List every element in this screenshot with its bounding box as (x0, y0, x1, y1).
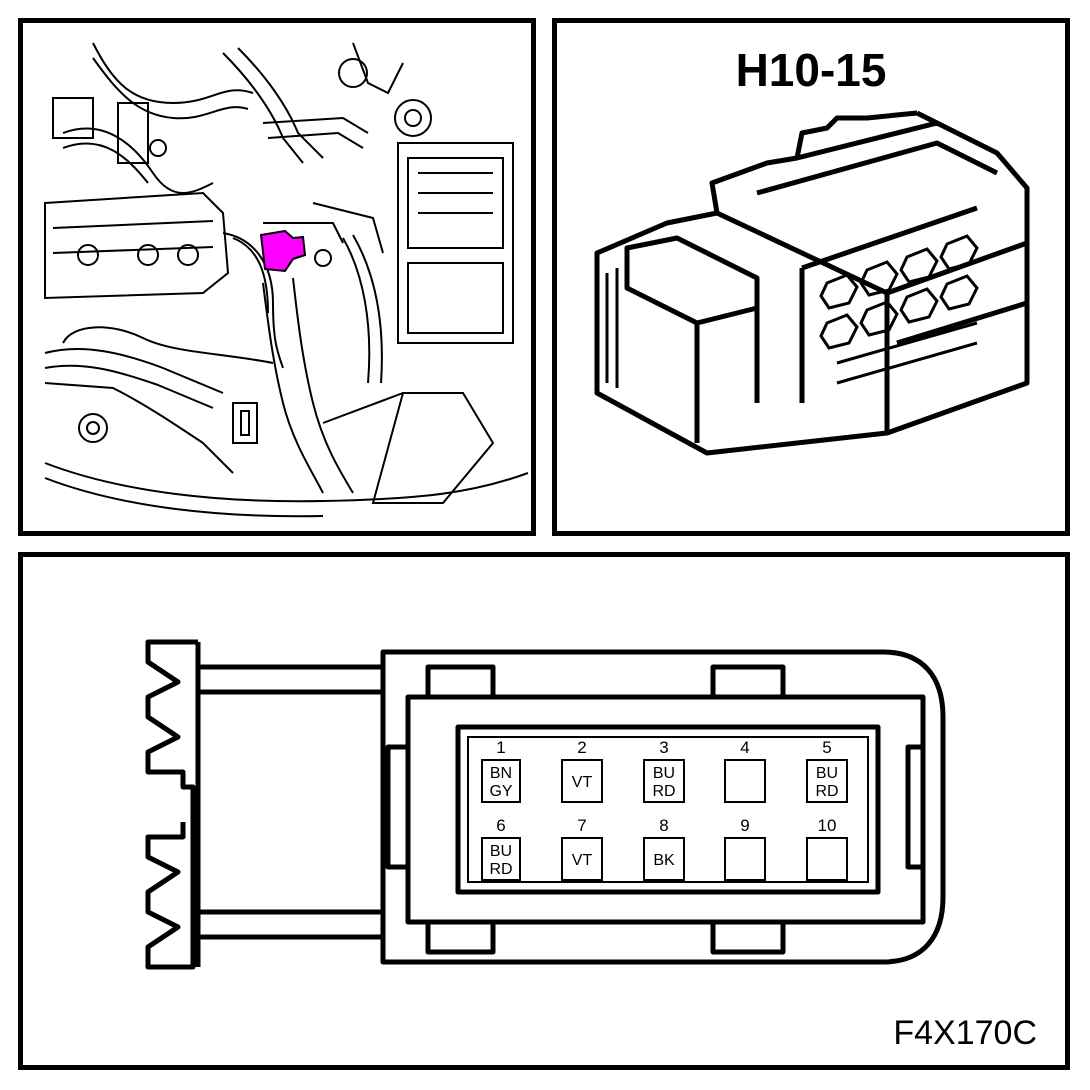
wire-color: RD (489, 861, 512, 878)
pin-8: 8 BK (643, 816, 685, 881)
pin-grid: 1 BN GY 2 VT 3 BU RD 4 5 (481, 738, 848, 881)
engine-bay-illustration (44, 42, 529, 518)
pin-6: 6 BU RD (481, 816, 521, 881)
connector-view-panel: H10-15 (552, 18, 1070, 536)
pin-4: 4 (724, 738, 766, 803)
pin-10: 10 (806, 816, 848, 881)
wire-color: RD (652, 783, 675, 800)
pinout-view-panel: 1 BN GY 2 VT 3 BU RD 4 5 (18, 552, 1070, 1070)
location-view-panel (18, 18, 536, 536)
wire-color: BU (816, 765, 838, 782)
wire-color: VT (572, 852, 593, 869)
pin-number: 6 (496, 816, 505, 835)
pinout-face-illustration: 1 BN GY 2 VT 3 BU RD 4 5 (145, 639, 946, 970)
pin-number: 1 (496, 738, 505, 757)
pin-3: 3 BU RD (643, 738, 685, 803)
pin-5: 5 BU RD (806, 738, 848, 803)
pin-number: 5 (822, 738, 831, 757)
wire-color: BU (490, 843, 512, 860)
figure-code: F4X170C (893, 1014, 1037, 1052)
connector-location-highlight (259, 229, 307, 273)
pin-9: 9 (724, 816, 766, 881)
wire-color: BK (653, 852, 675, 869)
pin-7: 7 VT (561, 816, 603, 881)
pin-number: 4 (740, 738, 749, 757)
pin-number: 2 (577, 738, 586, 757)
wire-color: RD (815, 783, 838, 800)
connector-id-title: H10-15 (735, 44, 887, 96)
wire-color: BU (653, 765, 675, 782)
pin-number: 8 (659, 816, 668, 835)
pin-1: 1 BN GY (481, 738, 521, 803)
pin-number: 9 (740, 816, 749, 835)
wire-color: VT (572, 774, 593, 791)
wire-color: BN (490, 765, 512, 782)
wire-color: GY (489, 783, 512, 800)
pin-number: 3 (659, 738, 668, 757)
pin-number: 7 (577, 816, 586, 835)
pin-number: 10 (818, 816, 837, 835)
engine-block (44, 191, 230, 300)
pin-2: 2 VT (561, 738, 603, 803)
connector-3d-illustration (594, 110, 1030, 456)
